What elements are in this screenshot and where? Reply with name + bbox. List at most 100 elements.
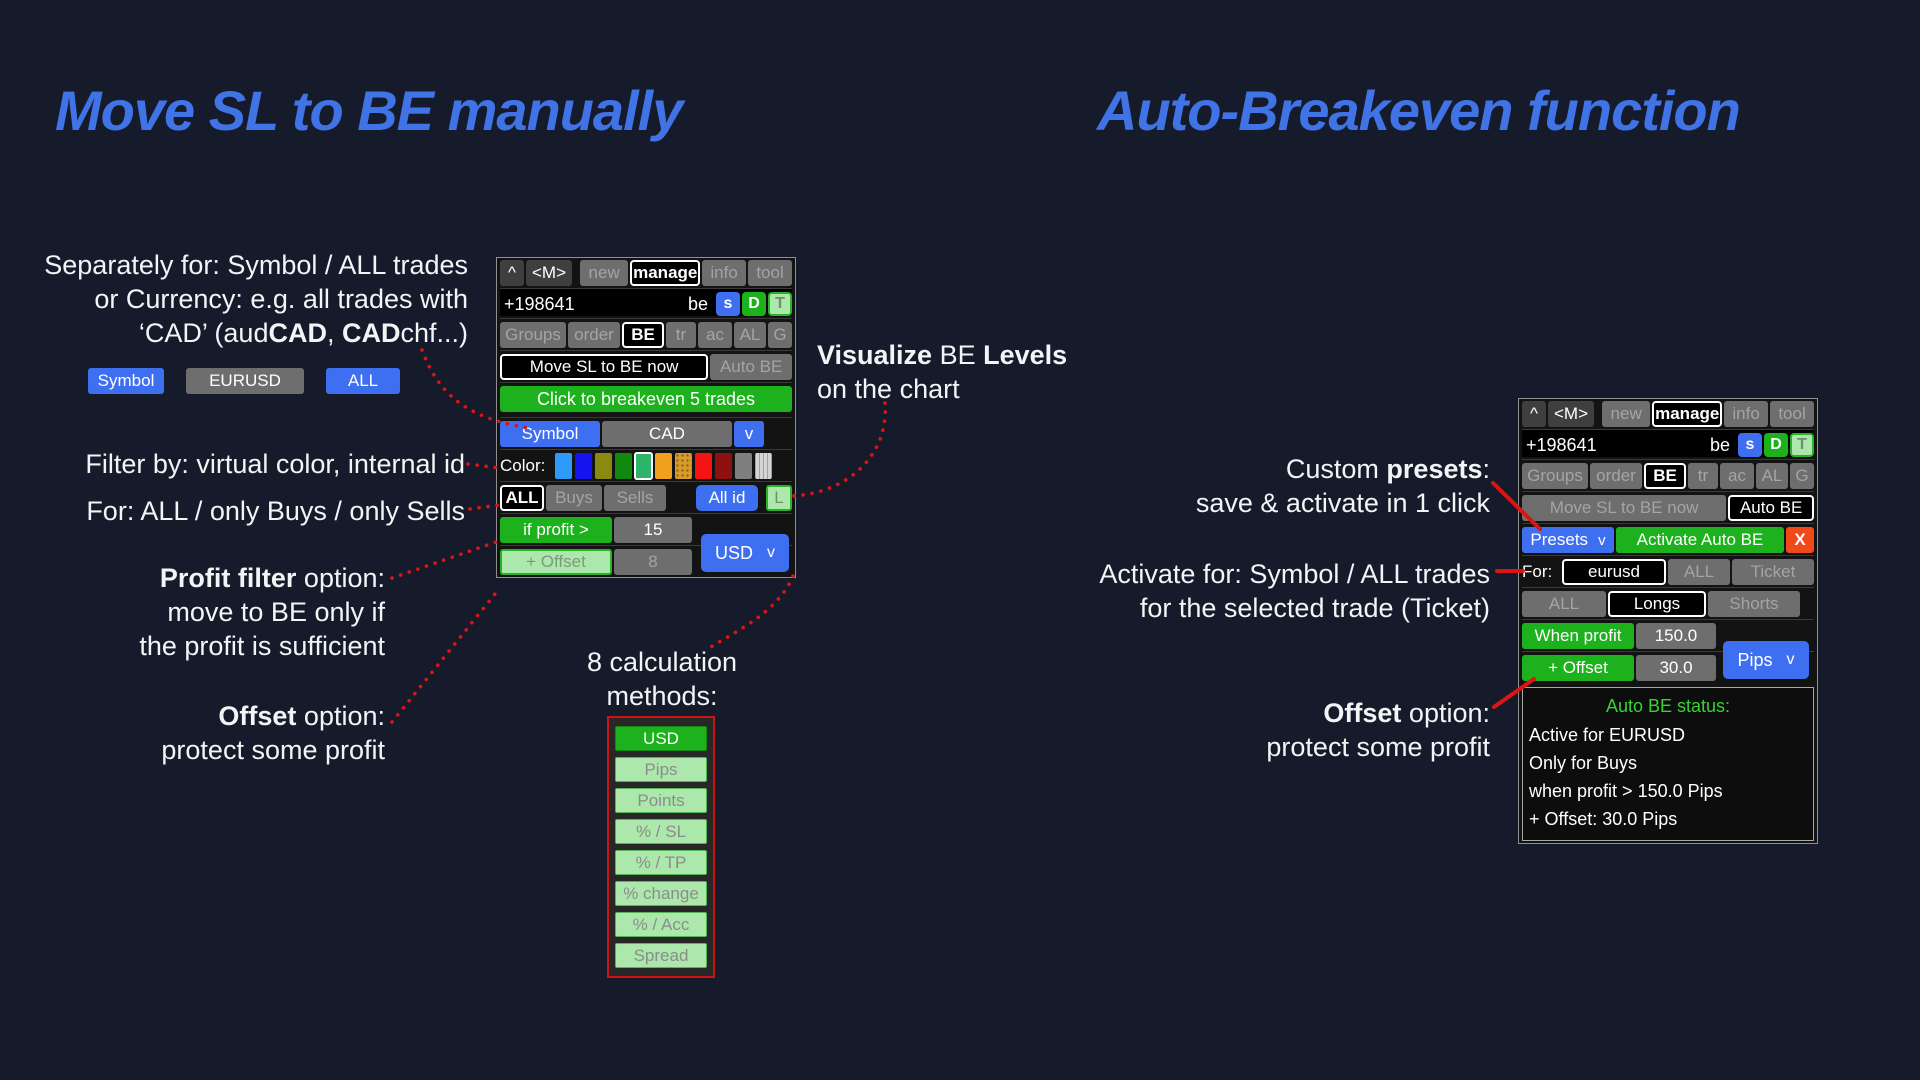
color-swatch-red[interactable]	[695, 453, 712, 479]
unit-dropdown[interactable]: USD v	[701, 534, 789, 572]
color-swatch-goldenrod[interactable]	[675, 453, 692, 479]
d-button[interactable]: D	[742, 292, 766, 316]
collapse-caret-button[interactable]: ^	[1522, 401, 1546, 427]
nav-al[interactable]: AL	[1756, 463, 1788, 489]
tab-info[interactable]: info	[702, 260, 747, 286]
tabs-row: ^ <M> new manage info tool	[1522, 401, 1814, 427]
nav-ac[interactable]: ac	[1720, 463, 1754, 489]
collapse-caret-button[interactable]: ^	[500, 260, 524, 286]
tab-manage[interactable]: manage	[1652, 401, 1723, 427]
breakeven-row: Click to breakeven 5 trades	[500, 382, 792, 412]
offset-button[interactable]: + Offset	[1522, 655, 1634, 681]
unit-dropdown[interactable]: Pips v	[1723, 641, 1809, 679]
color-swatch-lightblue[interactable]	[555, 453, 572, 479]
side-sells-button[interactable]: Sells	[604, 485, 666, 511]
for-ticket-button[interactable]: Ticket	[1732, 559, 1814, 585]
dir-longs-button[interactable]: Longs	[1608, 591, 1706, 617]
scope-value[interactable]: CAD	[602, 421, 732, 447]
method-pct-sl[interactable]: % / SL	[615, 819, 707, 844]
menu-m-button[interactable]: <M>	[526, 260, 572, 286]
tab-tool[interactable]: tool	[1770, 401, 1814, 427]
scope-dropdown-icon[interactable]: v	[734, 421, 764, 447]
nav-order[interactable]: order	[1590, 463, 1642, 489]
note-offset-left: Offset option: protect some profit	[161, 701, 385, 765]
demo-eurusd-button[interactable]: EURUSD	[186, 368, 304, 394]
close-x-button[interactable]: X	[1786, 527, 1814, 553]
status-line: when profit > 150.0 Pips	[1529, 781, 1723, 801]
color-swatch-blue[interactable]	[575, 453, 592, 479]
tab-tool[interactable]: tool	[748, 260, 792, 286]
for-all-button[interactable]: ALL	[1668, 559, 1730, 585]
nav-tr[interactable]: tr	[1688, 463, 1718, 489]
nav-be[interactable]: BE	[622, 322, 664, 348]
nav-g[interactable]: G	[768, 322, 792, 348]
move-sl-to-be-now-button[interactable]: Move SL to BE now	[500, 354, 709, 380]
when-profit-button[interactable]: When profit	[1522, 623, 1634, 649]
method-points[interactable]: Points	[615, 788, 707, 813]
side-buys-button[interactable]: Buys	[546, 485, 602, 511]
all-id-button[interactable]: All id	[696, 485, 758, 511]
scope-symbol-button[interactable]: Symbol	[500, 421, 600, 447]
ticket-number: +198641	[1526, 434, 1597, 455]
offset-button[interactable]: + Offset	[500, 549, 612, 575]
offset-value[interactable]: 30.0	[1636, 655, 1716, 681]
color-label: Color:	[500, 456, 546, 475]
method-pips[interactable]: Pips	[615, 757, 707, 782]
unit-label: USD	[714, 542, 753, 563]
method-spread[interactable]: Spread	[615, 943, 707, 968]
offset-value[interactable]: 8	[614, 549, 692, 575]
when-profit-row: When profit 150.0	[1522, 619, 1814, 649]
presets-dropdown[interactable]: Presets v	[1522, 527, 1614, 553]
activate-auto-be-button[interactable]: Activate Auto BE	[1616, 527, 1784, 553]
nav-order[interactable]: order	[568, 322, 620, 348]
color-swatch-seagreen-selected[interactable]	[634, 452, 653, 480]
s-button[interactable]: s	[716, 292, 740, 316]
method-pct-tp[interactable]: % / TP	[615, 850, 707, 875]
unit-label: Pips	[1737, 649, 1773, 670]
color-swatch-orange[interactable]	[655, 453, 672, 479]
color-swatch-green[interactable]	[615, 453, 632, 479]
nav-g[interactable]: G	[1790, 463, 1814, 489]
demo-symbol-button[interactable]: Symbol	[88, 368, 164, 394]
color-swatch-gray[interactable]	[735, 453, 752, 479]
auto-be-button[interactable]: Auto BE	[1728, 495, 1814, 521]
d-button[interactable]: D	[1764, 433, 1788, 457]
t-button[interactable]: T	[1790, 433, 1814, 457]
color-swatch-darkred[interactable]	[715, 453, 732, 479]
click-to-breakeven-button[interactable]: Click to breakeven 5 trades	[500, 386, 792, 412]
dir-all-button[interactable]: ALL	[1522, 591, 1606, 617]
auto-be-button[interactable]: Auto BE	[710, 354, 792, 380]
method-pct-change[interactable]: % change	[615, 881, 707, 906]
presets-label: Presets	[1530, 530, 1589, 549]
method-usd[interactable]: USD	[615, 726, 707, 751]
for-symbol-button[interactable]: eurusd	[1562, 559, 1666, 585]
side-all-button[interactable]: ALL	[500, 485, 544, 511]
move-sl-to-be-now-button[interactable]: Move SL to BE now	[1522, 495, 1727, 521]
dir-shorts-button[interactable]: Shorts	[1708, 591, 1800, 617]
nav-groups[interactable]: Groups	[1522, 463, 1588, 489]
nav-groups[interactable]: Groups	[500, 322, 566, 348]
if-profit-button[interactable]: if profit >	[500, 517, 612, 543]
nav-al[interactable]: AL	[734, 322, 766, 348]
note-separately: Separately for: Symbol / ALL trades or C…	[44, 250, 468, 348]
be-levels-button[interactable]: L	[766, 485, 792, 511]
nav-tr[interactable]: tr	[666, 322, 696, 348]
tab-new[interactable]: new	[1602, 401, 1651, 427]
t-button[interactable]: T	[768, 292, 792, 316]
nav-be[interactable]: BE	[1644, 463, 1686, 489]
tab-manage[interactable]: manage	[630, 260, 701, 286]
profit-threshold-value[interactable]: 150.0	[1636, 623, 1716, 649]
color-swatch-olive[interactable]	[595, 453, 612, 479]
demo-all-button[interactable]: ALL	[326, 368, 400, 394]
auto-be-status-block: Auto BE status: Active for EURUSD Only f…	[1522, 687, 1814, 841]
method-pct-acc[interactable]: % / Acc	[615, 912, 707, 937]
profit-threshold-value[interactable]: 15	[614, 517, 692, 543]
nav-ac[interactable]: ac	[698, 322, 732, 348]
be-label: be	[1709, 434, 1730, 455]
note-for-all: For: ALL / only Buys / only Sells	[86, 496, 465, 526]
color-swatch-lightgray[interactable]	[755, 453, 772, 479]
tab-new[interactable]: new	[580, 260, 629, 286]
tab-info[interactable]: info	[1724, 401, 1769, 427]
menu-m-button[interactable]: <M>	[1548, 401, 1594, 427]
s-button[interactable]: s	[1738, 433, 1762, 457]
